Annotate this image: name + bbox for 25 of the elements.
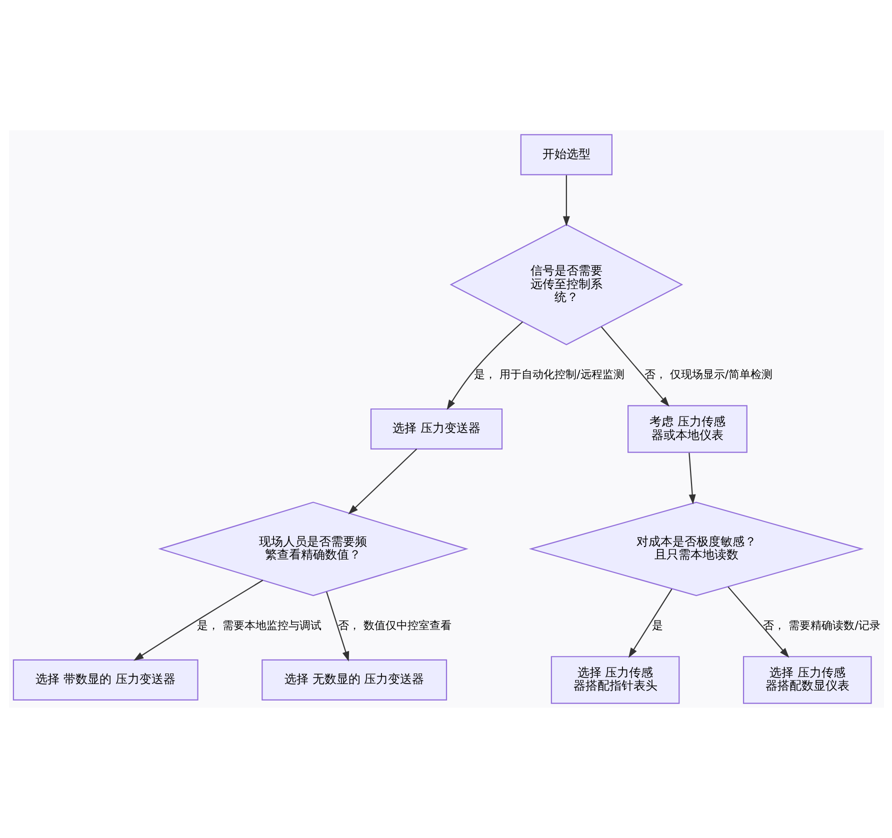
arrow	[326, 592, 349, 662]
arrow	[688, 452, 696, 504]
node-diamond: 对成本是否极度敏感？且只需本地读数	[528, 502, 864, 596]
arrow	[446, 321, 522, 410]
node-box: 选择 压力传感器搭配数显仪表	[742, 656, 872, 704]
node-box: 选择 无数显的 压力变送器	[261, 659, 447, 700]
edge-label: 否， 需要精确读数/记录	[762, 618, 880, 632]
edge-label: 否， 数值仅中控室查看	[338, 618, 452, 632]
edge-label: 是	[651, 618, 662, 632]
node-box: 考虑 压力传感器或本地仪表	[627, 405, 747, 453]
node-box: 选择 带数显的 压力变送器	[12, 659, 198, 700]
node-box: 选择 压力传感器搭配指针表头	[550, 656, 680, 704]
arrow	[628, 588, 672, 658]
arrow	[348, 448, 417, 514]
arrow	[133, 580, 263, 661]
node-box: 选择 压力变送器	[370, 408, 502, 450]
arrow	[562, 175, 570, 226]
node-diamond: 现场人员是否需要频繁查看精确数值？	[158, 502, 468, 596]
node-box: 开始选型	[520, 134, 612, 176]
arrow	[727, 586, 789, 658]
edge-label: 是， 需要本地监控与调试	[196, 618, 322, 632]
edge-label: 是， 用于自动化控制/远程监测	[474, 368, 624, 381]
node-diamond: 信号是否需要远传至控制系统？	[449, 224, 683, 346]
arrow	[600, 326, 669, 407]
edge-label: 否， 仅现场显示/简单检测	[644, 368, 772, 381]
